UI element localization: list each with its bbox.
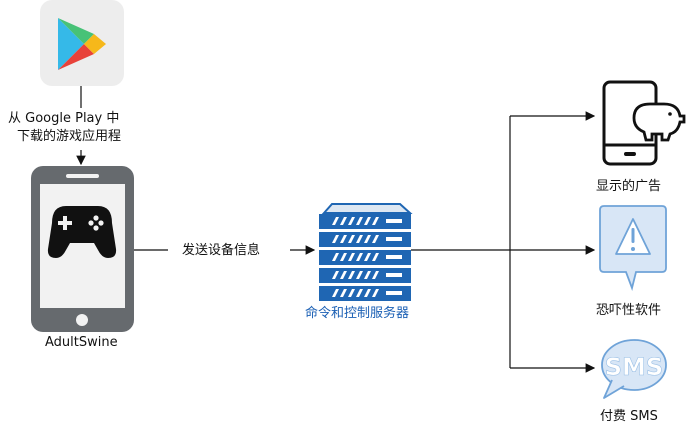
- ads-label: 显示的广告: [596, 179, 662, 194]
- scareware-label: 恐吓性软件: [596, 303, 662, 318]
- phone-label: AdultSwine: [45, 335, 118, 350]
- sms-label: 付费 SMS: [600, 409, 658, 424]
- sms-icon-text: SMS: [605, 353, 663, 381]
- phone-device: [31, 166, 134, 332]
- piggy-bank-icon: [632, 102, 686, 142]
- source-label-line2: 下载的游戏应用程: [17, 129, 122, 144]
- server-icon: [319, 203, 413, 301]
- server-label: 命令和控制服务器: [305, 306, 410, 321]
- google-play-icon: [40, 0, 124, 86]
- source-label-line1: 从 Google Play 中: [8, 111, 120, 126]
- gamepad-icon: [47, 206, 117, 258]
- sms-bubble-icon: SMS: [601, 339, 667, 399]
- warning-bubble-icon: [599, 205, 667, 292]
- send-label: 发送设备信息: [182, 243, 261, 258]
